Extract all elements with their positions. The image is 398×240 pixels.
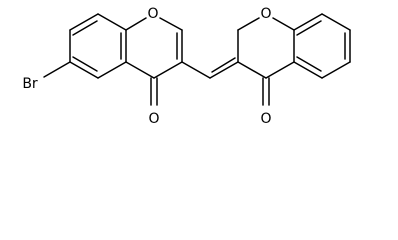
bond [97, 61, 127, 79]
bond [97, 13, 127, 31]
bromine-atom: Br [22, 76, 38, 92]
bond [72, 20, 98, 36]
bond [272, 17, 295, 31]
bond [153, 61, 183, 79]
bond [296, 20, 322, 36]
bond [321, 13, 351, 31]
bond [265, 61, 295, 79]
bond [181, 61, 211, 79]
atom-label-br: Br [22, 76, 38, 92]
bond [125, 17, 147, 31]
ring-oxygen-right: O [260, 6, 271, 22]
canvas-background [0, 0, 398, 137]
bond [209, 61, 239, 79]
bond [43, 61, 71, 78]
bond [125, 61, 155, 79]
carbonyl-oxygen-left: O [148, 111, 159, 127]
carbonyl-oxygen-right: O [260, 111, 271, 127]
atom-label-o-ring-left: O [147, 6, 158, 22]
bond [211, 57, 236, 73]
bond [293, 61, 323, 79]
atom-label-o-carbonyl-left: O [148, 111, 159, 127]
bond [237, 17, 260, 31]
bond [321, 61, 351, 79]
atom-label-o-ring-right: O [260, 6, 271, 22]
bond [72, 56, 98, 72]
bond [296, 56, 322, 72]
atom-label-layer: Br O O O O [22, 6, 271, 127]
bond [159, 17, 183, 31]
bond [237, 61, 267, 79]
bond-layer [43, 13, 351, 106]
ring-oxygen-left: O [147, 6, 158, 22]
atom-label-o-carbonyl-right: O [260, 111, 271, 127]
bond [69, 61, 99, 79]
bond [69, 13, 99, 31]
bond [293, 13, 323, 31]
chemical-structure: Br O O O O [0, 0, 398, 137]
